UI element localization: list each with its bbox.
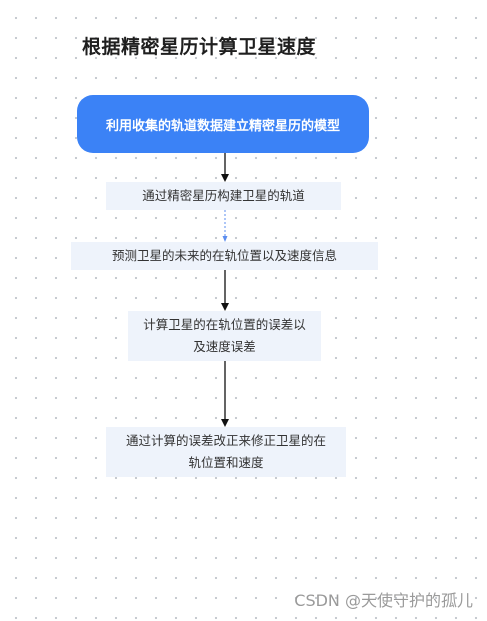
connector-start-to-step-1 (221, 153, 229, 182)
step-box-4[interactable]: 通过计算的误差改正来修正卫星的在 轨位置和速度 (106, 427, 346, 477)
step-text-2: 预测卫星的未来的在轨位置以及速度信息 (112, 245, 337, 267)
step-box-3[interactable]: 计算卫星的在轨位置的误差以 及速度误差 (128, 311, 321, 361)
step-4-line-1: 通过计算的误差改正来修正卫星的在 (125, 433, 326, 448)
step-1-line-1: 通过精密星历构建卫星的轨道 (142, 188, 305, 203)
connector-step-2-to-step-3 (221, 270, 229, 311)
step-4-line-2: 轨位置和速度 (188, 455, 264, 470)
connector-step-1-to-step-2 (222, 210, 228, 242)
page-title: 根据精密星历计算卫星速度 (82, 36, 317, 58)
step-box-2[interactable]: 预测卫星的未来的在轨位置以及速度信息 (71, 242, 378, 270)
step-box-1[interactable]: 通过精密星历构建卫星的轨道 (106, 182, 341, 210)
step-3-line-1: 计算卫星的在轨位置的误差以 (143, 317, 306, 332)
step-3-line-2: 及速度误差 (193, 339, 256, 354)
start-node[interactable]: 利用收集的轨道数据建立精密星历的模型 (77, 95, 369, 153)
step-text-1: 通过精密星历构建卫星的轨道 (142, 185, 305, 207)
watermark: CSDN @天使守护的孤儿 (294, 591, 473, 610)
connector-step-3-to-step-4 (221, 361, 229, 427)
step-text-3: 计算卫星的在轨位置的误差以 及速度误差 (143, 314, 306, 358)
step-2-line-1: 预测卫星的未来的在轨位置以及速度信息 (111, 248, 337, 263)
step-text-4: 通过计算的误差改正来修正卫星的在 轨位置和速度 (126, 430, 326, 474)
